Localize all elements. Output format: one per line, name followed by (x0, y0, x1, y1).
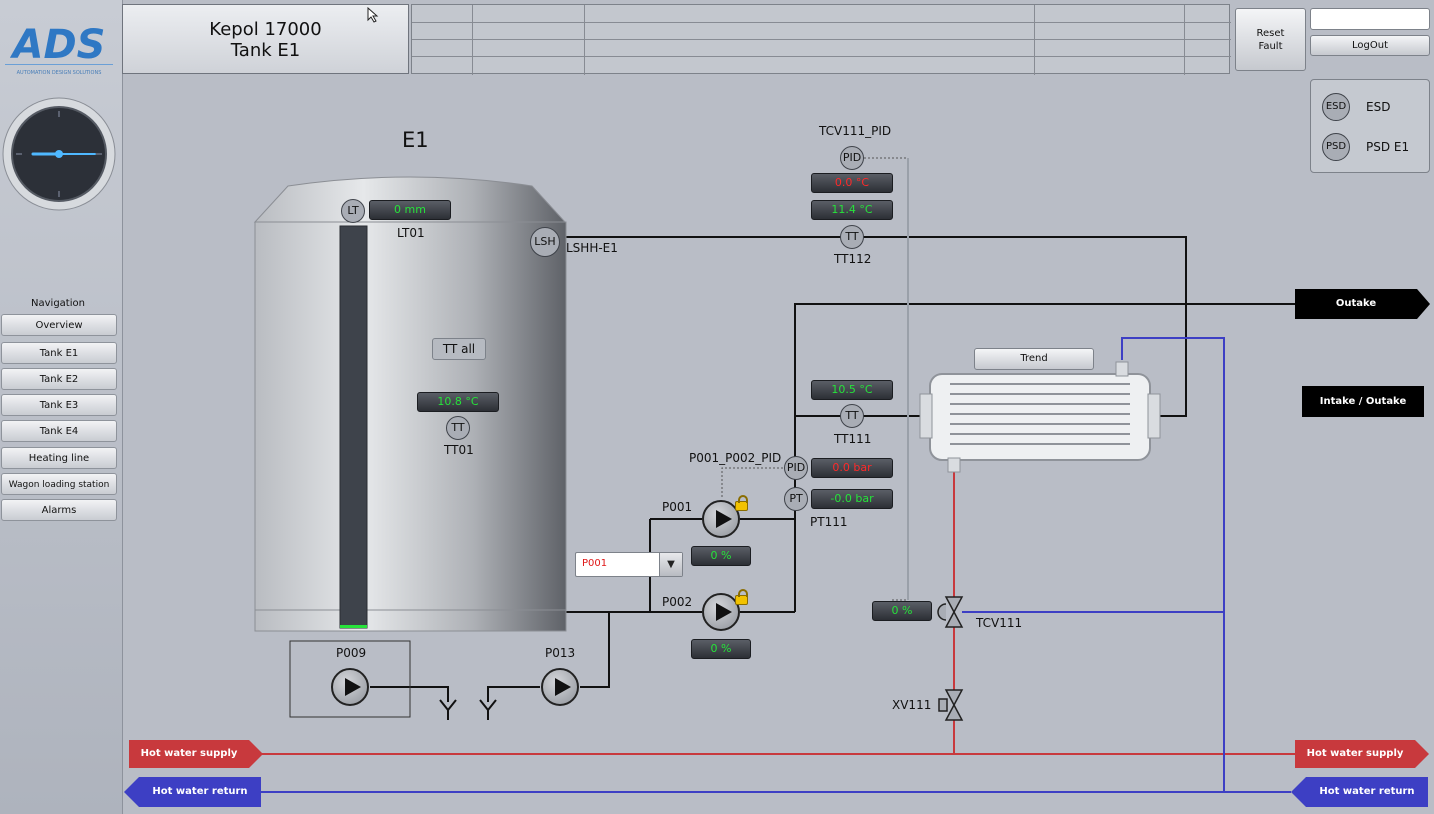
nav-alarms-button[interactable]: Alarms (1, 499, 117, 521)
header: Kepol 17000 Tank E1 (122, 4, 1231, 75)
p001-label: P001 (662, 500, 693, 514)
p001-speed: 0 % (691, 546, 751, 566)
user-input[interactable] (1310, 8, 1430, 30)
p009-frame (289, 640, 411, 718)
mouse-cursor-icon (367, 7, 379, 23)
fault-label: Fault (1258, 41, 1283, 52)
hot-water-supply-right-label: Hot water supply (1306, 748, 1404, 759)
hot-water-return-left-label: Hot water return (152, 786, 248, 797)
nav-tank-e3-button[interactable]: Tank E3 (1, 394, 117, 416)
p002-speed: 0 % (691, 639, 751, 659)
tcv111-valve-icon (937, 596, 964, 628)
pipe-p009 (370, 686, 449, 702)
tt01-label: TT01 (444, 443, 474, 457)
ads-logo: ADS AUTOMATION DESIGN SOLUTIONS (5, 14, 113, 76)
pump-select[interactable]: P001 ▼ (575, 552, 683, 577)
lshh-e1-tag[interactable]: LSH (530, 227, 560, 257)
hot-water-return-right-label: Hot water return (1319, 786, 1415, 797)
intake-outake-tag[interactable]: Intake / Outake (1302, 386, 1424, 417)
lt01-label: LT01 (397, 226, 425, 240)
pipe-lshh-line (560, 236, 1187, 417)
p001-lock-icon (735, 495, 748, 511)
pump-select-value: P001 (582, 558, 608, 569)
logout-button[interactable]: LogOut (1310, 35, 1430, 56)
tt01-value: 10.8 °C (417, 392, 499, 412)
tcv111-position[interactable]: 0 % (872, 601, 932, 621)
trend-button[interactable]: Trend (974, 348, 1094, 370)
nav-heating-line-button[interactable]: Heating line (1, 447, 117, 469)
p002-pump-icon[interactable] (702, 593, 740, 631)
chevron-down-icon[interactable]: ▼ (659, 553, 682, 576)
hot-water-supply-left-label: Hot water supply (140, 748, 238, 759)
tt-all-button[interactable]: TT all (432, 338, 486, 360)
nav-overview-button[interactable]: Overview (1, 314, 117, 336)
hot-water-return-left-tag[interactable]: Hot water return (124, 777, 262, 808)
tank-e1-vessel (253, 176, 567, 632)
tt01-tag[interactable]: TT (446, 416, 470, 440)
tcv111-pid-setpoint[interactable]: 0.0 °C (811, 173, 893, 193)
nav-wagon-loading-button[interactable]: Wagon loading station (1, 473, 117, 495)
outake-tag[interactable]: Outake (1295, 289, 1431, 320)
pump-pid-tag[interactable]: PID (784, 456, 808, 480)
tank-level-fill (340, 625, 367, 628)
heat-exchanger-icon (919, 361, 1161, 473)
p002-label: P002 (662, 595, 693, 609)
reset-label: Reset (1256, 28, 1285, 39)
hot-water-supply-left-tag[interactable]: Hot water supply (129, 740, 265, 769)
safety-panel: ESD ESD PSD PSD E1 (1310, 79, 1430, 173)
tt112-tag[interactable]: TT (840, 225, 864, 249)
nav-tank-e2-button[interactable]: Tank E2 (1, 368, 117, 390)
pump-pid-label: P001_P002_PID (689, 451, 782, 465)
lshh-e1-label: LSHH-E1 (566, 241, 618, 255)
tt111-label: TT111 (834, 432, 872, 446)
pt111-label: PT111 (810, 515, 848, 529)
esd-icon[interactable]: ESD (1322, 93, 1350, 121)
tcv111-pid-label: TCV111_PID (819, 124, 892, 138)
p001-pump-icon[interactable] (702, 500, 740, 538)
p013-pump-icon[interactable] (541, 668, 579, 706)
nav-tank-e4-button[interactable]: Tank E4 (1, 420, 117, 442)
sidebar: ADS AUTOMATION DESIGN SOLUTIONS Navigati… (0, 0, 123, 814)
pump-pid-value[interactable]: 0.0 bar (811, 458, 893, 478)
tt112-label: TT112 (834, 252, 872, 266)
psd-icon[interactable]: PSD (1322, 133, 1350, 161)
logo-subtitle: AUTOMATION DESIGN SOLUTIONS (17, 70, 102, 76)
navigation-title: Navigation (31, 298, 85, 309)
tank-level-bar (339, 225, 368, 629)
tt111-tag[interactable]: TT (840, 404, 864, 428)
p013-label: P013 (545, 646, 576, 660)
logo-letters: ADS (10, 22, 106, 68)
lt01-tag[interactable]: LT (341, 199, 365, 223)
tcv111-pid-tag[interactable]: PID (840, 146, 864, 170)
hot-water-supply-right-tag[interactable]: Hot water supply (1295, 740, 1431, 769)
tt111-value: 10.5 °C (811, 380, 893, 400)
signal-tcv111 (864, 157, 909, 601)
screen-title-line2: Tank E1 (230, 40, 301, 61)
screen-title-box: Kepol 17000 Tank E1 (122, 4, 409, 74)
screen-title-line1: Kepol 17000 (209, 19, 322, 40)
psd-label: PSD E1 (1366, 140, 1410, 154)
esd-label: ESD (1366, 100, 1391, 114)
p002-lock-icon (735, 589, 748, 605)
tank-name: E1 (402, 128, 429, 152)
p009-pump-icon[interactable] (331, 668, 369, 706)
nav-tank-e1-button[interactable]: Tank E1 (1, 342, 117, 364)
xv111-label: XV111 (892, 698, 932, 712)
reset-fault-button[interactable]: Reset Fault (1235, 8, 1306, 71)
analog-clock (2, 97, 116, 211)
xv111-valve-icon (938, 689, 964, 721)
tcv111-label: TCV111 (976, 616, 1023, 630)
outake-label: Outake (1335, 298, 1377, 309)
tcv111-pid-actual: 11.4 °C (811, 200, 893, 220)
pt111-value: -0.0 bar (811, 489, 893, 509)
alarm-grid (411, 4, 1231, 75)
lt01-value: 0 mm (369, 200, 451, 220)
p009-label: P009 (336, 646, 367, 660)
clock-icon (2, 97, 116, 211)
pt111-tag[interactable]: PT (784, 487, 808, 511)
hot-water-return-right-tag[interactable]: Hot water return (1291, 777, 1429, 808)
ads-logo-graphic: ADS AUTOMATION DESIGN SOLUTIONS (5, 22, 113, 76)
